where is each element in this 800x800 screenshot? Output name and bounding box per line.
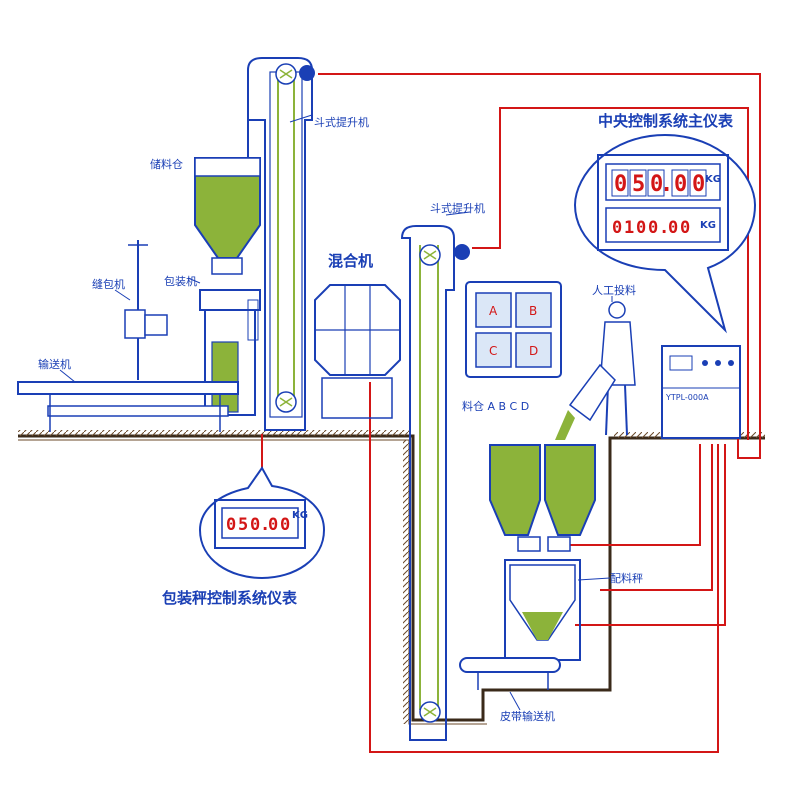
label-storage-bin: 储料仓 xyxy=(150,157,183,171)
central-display-row2: 0 1 0 0 . 0 0 KG xyxy=(612,218,716,238)
controller-model-label: YTPL-000A xyxy=(665,393,709,402)
pit-hoppers xyxy=(489,444,596,552)
central-row2-digit-1: 0 xyxy=(612,218,622,238)
sewing-machine xyxy=(114,240,168,380)
label-packing-machine: 包装机 xyxy=(164,274,197,288)
central-row1-dot: . xyxy=(660,172,673,197)
label-manual-feeding: 人工投料 xyxy=(592,283,636,297)
label-bucket-elevator-1: 斗式提升机 xyxy=(314,115,369,129)
storage-bin xyxy=(194,120,261,275)
packing-machine xyxy=(187,277,261,416)
central-row1-digit-3: 0 xyxy=(650,172,663,197)
central-row1-digit-2: 5 xyxy=(632,172,645,197)
central-row1-digit-5: 0 xyxy=(692,172,705,197)
central-control-title: 中央控制系统主仪表 xyxy=(598,112,734,130)
bin-b-label: B xyxy=(529,304,537,318)
packing-digit-5: 0 xyxy=(280,515,290,535)
worker-figure xyxy=(555,296,636,440)
packing-scale-bubble: 0 5 0 . 0 0 KG xyxy=(198,466,326,580)
belt-conveyor xyxy=(459,657,561,711)
packing-digit-4: 0 xyxy=(268,515,278,535)
label-bins-abcd: 料仓 A B C D xyxy=(462,399,529,413)
packing-dot: . xyxy=(260,515,270,535)
label-conveyor: 输送机 xyxy=(38,357,71,371)
controller-cabinet: YTPL-000A xyxy=(661,345,741,439)
central-row2-digit-6: 0 xyxy=(680,218,690,238)
bin-c-label: C xyxy=(489,344,497,358)
central-row2-digit-5: 0 xyxy=(668,218,678,238)
mixer xyxy=(314,284,401,419)
packing-digit-3: 0 xyxy=(250,515,260,535)
batching-scale xyxy=(504,559,611,661)
central-display-row1: 0 5 0 . 0 0 KG xyxy=(611,169,721,197)
conveyor xyxy=(17,369,239,432)
bin-a-label: A xyxy=(489,304,498,318)
central-row2-digit-3: 0 xyxy=(636,218,646,238)
packing-digit-2: 5 xyxy=(238,515,248,535)
central-control-bubble: 0 5 0 . 0 0 KG 0 1 0 0 . 0 0 KG xyxy=(573,133,757,334)
bins-abcd: A B C D xyxy=(465,281,562,378)
bin-d-label: D xyxy=(529,344,538,358)
label-sewing-machine: 缝包机 xyxy=(92,277,125,291)
label-batching-scale: 配料秤 xyxy=(610,571,643,585)
central-row2-digit-2: 1 xyxy=(624,218,634,238)
central-row2-digit-4: 0 xyxy=(648,218,658,238)
label-mixer: 混合机 xyxy=(328,252,373,270)
packing-unit: KG xyxy=(292,510,308,521)
central-row2-dot: . xyxy=(659,218,669,238)
label-bucket-elevator-2: 斗式提升机 xyxy=(430,201,485,215)
bucket-elevator-1 xyxy=(247,57,315,431)
central-row1-digit-4: 0 xyxy=(674,172,687,197)
label-belt-conveyor: 皮带输送机 xyxy=(500,709,555,723)
ground-structure xyxy=(18,430,765,725)
central-row1-digit-1: 0 xyxy=(614,172,627,197)
central-row2-unit: KG xyxy=(700,220,716,231)
central-row1-unit: KG xyxy=(705,174,721,185)
packing-digit-1: 0 xyxy=(226,515,236,535)
bucket-elevator-2 xyxy=(400,211,471,741)
packing-scale-title: 包装秤控制系统仪表 xyxy=(162,589,298,607)
